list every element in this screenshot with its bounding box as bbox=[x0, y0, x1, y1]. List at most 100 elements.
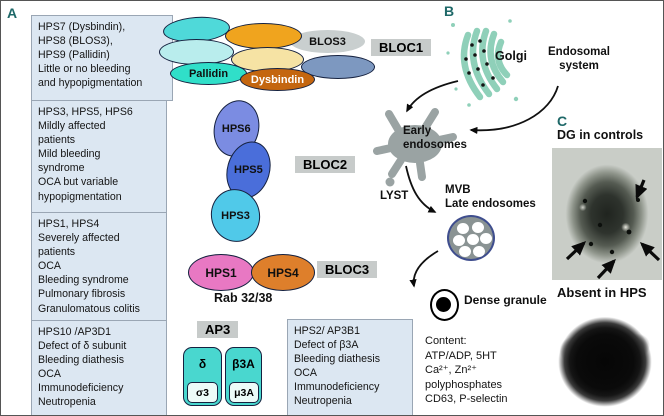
intraluminal-vesicle bbox=[467, 234, 479, 245]
intraluminal-vesicle bbox=[453, 235, 465, 246]
text-line: Bleeding diathesis bbox=[294, 353, 380, 366]
bloc1-subunit-bluegray-ellipse bbox=[301, 55, 375, 79]
dysbindin-subunit-ellipse: Dysbindin bbox=[240, 68, 315, 91]
dense-granule-shape bbox=[430, 289, 459, 321]
mvb-line: MVB bbox=[445, 184, 471, 196]
text-line: Mild bleeding bbox=[38, 148, 101, 161]
endosomal-system-to-early-endosome-arrow bbox=[469, 85, 559, 135]
mvb-late-endosome bbox=[447, 215, 495, 261]
endosomal-system-line2: system bbox=[559, 60, 599, 72]
ap3-mu3a-label: μ3A bbox=[234, 386, 254, 399]
info-box-hps7-8-9: HPS7 (Dysbindin), HPS8 (BLOS3), HPS9 (Pa… bbox=[31, 15, 173, 101]
text-line: patients bbox=[38, 134, 76, 147]
bloc1-subunit-orange-ellipse bbox=[225, 23, 302, 49]
text-line: hypopigmentation bbox=[38, 190, 122, 203]
text-line: Little or no bleeding bbox=[38, 63, 131, 76]
ap3-sigma3-subunit: σ3 bbox=[187, 382, 218, 403]
text-line: and hypopigmentation bbox=[38, 77, 143, 90]
early-endosome-to-mvb-arrow bbox=[405, 165, 437, 213]
text-line: Immunodeficiency bbox=[294, 381, 380, 394]
rab-32-38-label: Rab 32/38 bbox=[214, 291, 273, 305]
text-line: Bleeding syndrome bbox=[38, 274, 129, 287]
text-line: syndrome bbox=[38, 162, 85, 175]
bloc1-complex-label: BLOC1 bbox=[371, 39, 432, 56]
text-line: Immunodeficiency bbox=[38, 382, 124, 395]
late-endosomes-line: Late endosomes bbox=[445, 198, 536, 210]
intraluminal-vesicle bbox=[473, 246, 485, 257]
em-image-dg-controls bbox=[552, 148, 662, 280]
bloc1-subunit-palecyan-ellipse bbox=[159, 39, 234, 65]
ap3-complex-label: AP3 bbox=[197, 321, 239, 338]
pallidin-subunit-ellipse: Pallidin bbox=[170, 62, 247, 85]
content-line: Content: bbox=[425, 335, 467, 347]
dg-in-controls-label: DG in controls bbox=[557, 128, 644, 142]
em-image-absent-hps bbox=[548, 302, 662, 415]
ap3-mu3a-subunit: μ3A bbox=[229, 382, 259, 403]
text-line: Neutropenia bbox=[38, 396, 96, 409]
text-line: patients bbox=[38, 246, 76, 259]
text-line: OCA bbox=[294, 367, 317, 380]
hps4-label: HPS4 bbox=[267, 265, 299, 280]
text-line: HPS10 /AP3D1 bbox=[38, 326, 112, 338]
text-line: Pulmonary fibrosis bbox=[38, 288, 126, 301]
info-box-hps3-5-6: HPS3, HPS5, HPS6 Mildly affected patient… bbox=[31, 100, 167, 215]
intraluminal-vesicle bbox=[457, 223, 469, 234]
endosomal-system-line1: Endosomal bbox=[548, 46, 610, 58]
lyst-label: LYST bbox=[380, 190, 409, 202]
text-line: Granulomatous colitis bbox=[38, 302, 140, 315]
text-line: Defect of β3A bbox=[294, 339, 359, 352]
dense-granule-label: Dense granule bbox=[464, 293, 547, 307]
dense-granule-core bbox=[436, 297, 451, 312]
early-endosomes-line1: Early bbox=[403, 125, 432, 137]
mvb-late-endosomes-label: MVB Late endosomes bbox=[445, 183, 536, 211]
text-line: OCA bbox=[38, 260, 61, 273]
panel-b-label: B bbox=[444, 3, 455, 19]
hps1-label: HPS1 bbox=[205, 265, 237, 280]
hps5-label: HPS5 bbox=[234, 164, 263, 176]
content-line: polyphosphates bbox=[425, 378, 503, 391]
content-line: CD63, P-selectin bbox=[425, 393, 508, 406]
dysbindin-label: Dysbindin bbox=[250, 73, 305, 86]
granule-content-list: Content: ATP/ADP, 5HT Ca²⁺, Zn²⁺ polypho… bbox=[425, 334, 508, 407]
text-line: Mildly affected bbox=[38, 120, 106, 133]
early-endosomes-line2: endosomes bbox=[403, 139, 467, 151]
text-line: Defect of δ subunit bbox=[38, 340, 127, 353]
info-box-hps2: HPS2/ AP3B1 Defect of β3A Bleeding diath… bbox=[287, 319, 413, 415]
bloc2-complex-label: BLOC2 bbox=[295, 156, 356, 173]
hps4-subunit-ellipse: HPS4 bbox=[251, 254, 315, 291]
bloc3-complex-label: BLOC3 bbox=[317, 261, 378, 278]
intraluminal-vesicle bbox=[459, 246, 471, 257]
content-line: ATP/ADP, 5HT bbox=[425, 349, 497, 362]
text-line: OCA but variable bbox=[38, 176, 119, 189]
absent-in-hps-label: Absent in HPS bbox=[557, 285, 647, 300]
text-line: Neutropenia bbox=[294, 395, 352, 408]
panel-a-label: A bbox=[7, 5, 18, 21]
hps6-label: HPS6 bbox=[222, 122, 251, 135]
text-line: HPS3, HPS5, HPS6 bbox=[38, 106, 133, 118]
early-endosomes-label: Early endosomes bbox=[403, 124, 467, 152]
golgi-label: Golgi bbox=[495, 49, 527, 63]
panel-c-label: C bbox=[557, 113, 568, 129]
blos3-label: BLOS3 bbox=[309, 35, 346, 48]
info-box-hps1-4: HPS1, HPS4 Severely affected patients OC… bbox=[31, 212, 167, 322]
text-line: HPS8 (BLOS3), bbox=[38, 35, 113, 48]
text-line: HPS2/ AP3B1 bbox=[294, 325, 360, 337]
ap3-beta3a-label: β3A bbox=[232, 357, 255, 371]
golgi-apparatus-icon bbox=[446, 19, 519, 107]
info-box-hps10: HPS10 /AP3D1 Defect of δ subunit Bleedin… bbox=[31, 320, 167, 415]
text-line: Severely affected bbox=[38, 232, 120, 245]
endosomal-system-label: Endosomal system bbox=[537, 45, 621, 73]
hps3-label: HPS3 bbox=[221, 209, 250, 222]
content-line: Ca²⁺, Zn²⁺ bbox=[425, 364, 477, 377]
text-line: OCA bbox=[38, 368, 61, 381]
text-line: Bleeding diathesis bbox=[38, 354, 124, 367]
ap3-delta-label: δ bbox=[198, 357, 207, 371]
intraluminal-vesicle bbox=[472, 222, 484, 233]
text-line: HPS1, HPS4 bbox=[38, 218, 100, 230]
text-line: HPS9 (Pallidin) bbox=[38, 49, 110, 62]
ap3-sigma3-label: σ3 bbox=[195, 386, 210, 399]
mvb-to-dense-granule-arrow bbox=[409, 250, 439, 288]
text-line: HPS7 (Dysbindin), bbox=[38, 21, 126, 33]
pallidin-label: Pallidin bbox=[188, 67, 229, 80]
